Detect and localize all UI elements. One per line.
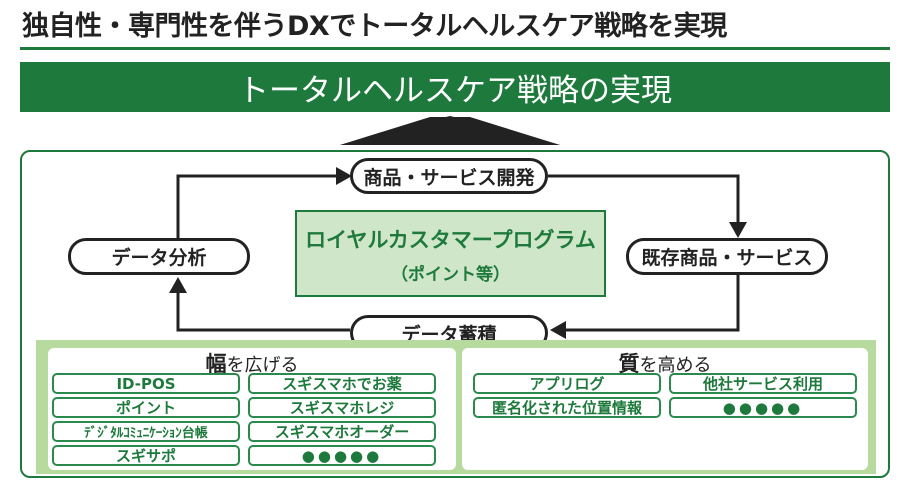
- strategy-banner: トータルヘルスケア戦略の実現: [20, 62, 890, 112]
- chip-sugi-smaho-order: スギスマホオーダー: [248, 421, 436, 442]
- quality-title: 質を高める: [462, 348, 868, 378]
- chip-more: ●●●●●: [248, 445, 436, 466]
- breadth-title-bold: 幅: [205, 352, 227, 376]
- chip-sugi-sapo: スギサポ: [52, 445, 240, 466]
- chip-point: ポイント: [52, 397, 240, 418]
- loyalty-program-subtitle: （ポイント等）: [391, 265, 510, 285]
- quality-title-rest: を高める: [639, 355, 712, 376]
- breadth-panel: 幅を広げる ID-POS スギスマホでお薬 ポイント スギスマホレジ ﾃﾞｼﾞﾀ…: [48, 348, 456, 470]
- page-title: 独自性・専門性を伴うDXでトータルヘルスケア戦略を実現: [22, 11, 727, 42]
- chip-id-pos: ID-POS: [52, 373, 240, 394]
- chip-sugi-smaho-okusuri: スギスマホでお薬: [248, 373, 436, 394]
- chip-anonymized-location: 匿名化された位置情報: [473, 397, 661, 418]
- loyalty-program-box: ロイヤルカスタマープログラム （ポイント等）: [295, 210, 606, 297]
- title-divider: [20, 47, 890, 50]
- breadth-title: 幅を広げる: [48, 348, 456, 378]
- chip-app-log: アプリログ: [473, 373, 661, 394]
- chip-digital-communication-ledger: ﾃﾞｼﾞﾀﾙｺﾐｭﾆｹｰｼｮﾝ台帳: [52, 421, 240, 442]
- arrow-down-icon: [729, 222, 747, 238]
- arrow-up-icon: [169, 277, 187, 293]
- arrow-right-icon: [336, 167, 352, 185]
- cycle-step-analysis: データ分析: [68, 238, 250, 275]
- cycle-step-existing: 既存商品・サービス: [626, 238, 828, 275]
- cycle-frame: [20, 150, 890, 478]
- chip-other-services: 他社サービス利用: [669, 373, 857, 394]
- quality-title-bold: 質: [618, 352, 640, 376]
- cycle-step-development: 商品・サービス開発: [350, 158, 548, 194]
- quality-panel: 質を高める アプリログ 他社サービス利用 匿名化された位置情報 ●●●●●: [462, 348, 868, 470]
- chip-more: ●●●●●: [669, 397, 857, 418]
- loyalty-program-title: ロイヤルカスタマープログラム: [305, 228, 596, 252]
- arrow-left-icon: [550, 321, 566, 339]
- breadth-title-rest: を広げる: [226, 355, 299, 376]
- chip-sugi-smaho-register: スギスマホレジ: [248, 397, 436, 418]
